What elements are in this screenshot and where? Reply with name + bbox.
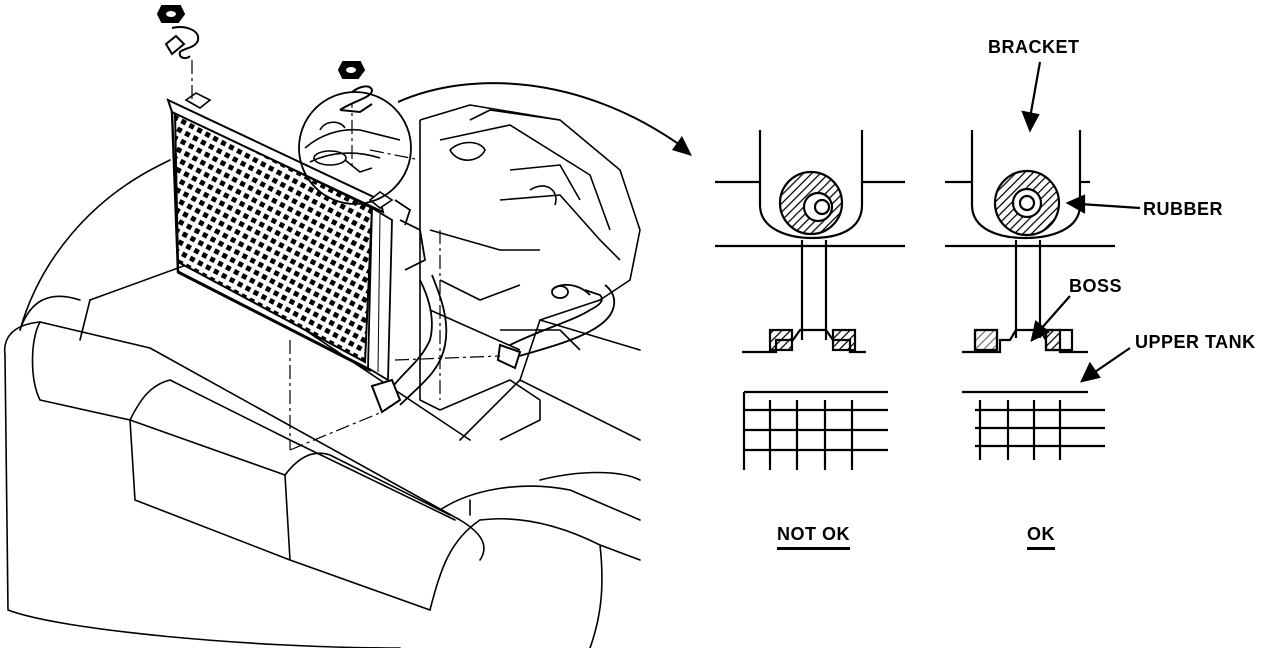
- radiator: [166, 92, 394, 382]
- bracket-label: BRACKET: [988, 37, 1080, 57]
- leader-arrows: [1021, 61, 1141, 383]
- upper-tank-label: UPPER TANK: [1135, 332, 1256, 352]
- not-ok-bracket: [715, 130, 864, 240]
- engine: [419, 104, 641, 441]
- hood-opening: [19, 159, 171, 331]
- mounting-bracket-right: [337, 61, 374, 114]
- front-bumper: [3, 321, 485, 561]
- mounting-bracket-left: [156, 5, 200, 60]
- ok-caption: OK: [1027, 525, 1055, 550]
- upper-hose: [496, 284, 616, 370]
- rubber-label: RUBBER: [1143, 199, 1224, 219]
- detail-circle: [298, 91, 412, 205]
- ok-detail: [945, 130, 1115, 460]
- boss-label: BOSS: [1069, 276, 1123, 296]
- ok-bracket: [945, 130, 1082, 240]
- headlight: [439, 485, 641, 521]
- not-ok-caption: NOT OK: [777, 525, 850, 550]
- lower-hose: [370, 199, 448, 414]
- detail-arrow: [397, 82, 692, 156]
- alignment-lines: [191, 60, 501, 451]
- detail-circle-content: [304, 121, 401, 173]
- car-front-illustration: [3, 159, 641, 648]
- not-ok-detail: [715, 130, 905, 470]
